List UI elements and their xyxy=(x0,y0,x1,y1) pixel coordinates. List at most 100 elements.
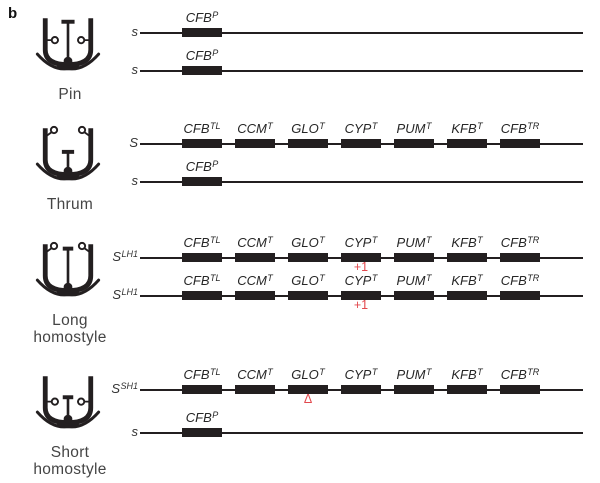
morph-label-thrum: Thrum xyxy=(46,196,94,213)
superscript: TL xyxy=(209,120,221,131)
allele-label: S xyxy=(129,135,138,150)
superscript: TR xyxy=(527,366,540,377)
gene-label-GLO-T: GLOT xyxy=(291,234,325,250)
anther xyxy=(49,241,59,251)
superscript: SH1 xyxy=(120,380,138,391)
gene-label-GLO-T: GLOT xyxy=(291,120,325,136)
gene-box-CCM-T xyxy=(235,139,275,148)
superscript: TR xyxy=(527,272,540,283)
gene-label-PUM-T: PUMT xyxy=(396,234,432,250)
superscript: TL xyxy=(209,234,221,245)
morph-label-long-homostyle: homostyle xyxy=(33,329,107,346)
superscript: LH1 xyxy=(121,248,138,259)
mutation-annotation: Δ xyxy=(303,392,313,406)
gene-box-CFB-P xyxy=(182,177,222,186)
gene-label-CYP-T: CYPT xyxy=(344,120,378,136)
superscript: T xyxy=(267,272,273,283)
allele-label: s xyxy=(131,173,139,188)
gene-label-GLO-T: GLOT xyxy=(291,272,325,288)
gene-box-CFB-TL xyxy=(182,253,222,262)
superscript: T xyxy=(477,272,483,283)
sepal-curve xyxy=(56,52,101,71)
gene-label-CFB-TL: CFBTL xyxy=(183,366,221,382)
gene-label-CFB-P: CFBP xyxy=(185,47,219,63)
gene-label-CFB-P: CFBP xyxy=(185,409,219,425)
gene-box-CYP-T xyxy=(341,291,381,300)
superscript: T xyxy=(477,234,483,245)
gene-label-KFB-T: KFBT xyxy=(451,234,483,250)
superscript: T xyxy=(477,366,483,377)
chromosome-line xyxy=(140,32,583,34)
gene-label-CFB-TR: CFBTR xyxy=(500,120,540,136)
morph-label-short-homostyle: Short xyxy=(50,444,90,461)
gene-box-CFB-TL xyxy=(182,291,222,300)
gene-label-PUM-T: PUMT xyxy=(396,272,432,288)
sepal-curve xyxy=(56,162,101,181)
thrum-flower-icon xyxy=(35,125,101,181)
gene-box-CFB-TL xyxy=(182,385,222,394)
sepal-curve xyxy=(56,410,101,429)
sepal-curve xyxy=(35,162,80,181)
allele-label: s xyxy=(131,24,139,39)
superscript: LH1 xyxy=(121,286,138,297)
superscript: T xyxy=(371,120,378,131)
gene-label-CCM-T: CCMT xyxy=(237,366,273,382)
superscript: T xyxy=(371,366,378,377)
pin-flower-icon xyxy=(33,13,103,83)
gene-box-PUM-T xyxy=(394,139,434,148)
gene-box-CFB-TR xyxy=(500,139,540,148)
anther xyxy=(77,36,86,45)
superscript: TR xyxy=(527,234,540,245)
gene-label-CCM-T: CCMT xyxy=(237,120,273,136)
gene-box-CYP-T xyxy=(341,385,381,394)
sepal-curve xyxy=(35,52,80,71)
superscript: T xyxy=(477,120,483,131)
anther xyxy=(77,241,87,251)
superscript: T xyxy=(319,120,325,131)
gene-label-KFB-T: KFBT xyxy=(451,272,483,288)
superscript: T xyxy=(371,272,378,283)
allele-label: SLH1 xyxy=(112,248,138,265)
allele-label: SSH1 xyxy=(111,380,138,397)
gene-box-CCM-T xyxy=(235,253,275,262)
gene-label-CYP-T: CYPT xyxy=(344,366,378,382)
gene-label-KFB-T: KFBT xyxy=(451,366,483,382)
gene-box-CYP-T xyxy=(341,139,381,148)
allele-label: s xyxy=(131,62,139,77)
gene-label-CFB-P: CFBP xyxy=(185,158,219,174)
gene-label-CFB-TL: CFBTL xyxy=(183,234,221,250)
gene-label-CFB-TL: CFBTL xyxy=(183,120,221,136)
sepal-curve xyxy=(56,278,101,297)
gene-box-CFB-P xyxy=(182,428,222,437)
panel-label: b xyxy=(8,5,18,22)
gene-label-PUM-T: PUMT xyxy=(396,120,432,136)
superscript: TR xyxy=(527,120,540,131)
gene-label-GLO-T: GLOT xyxy=(291,366,325,382)
chromosome-line xyxy=(140,181,583,183)
thrum-flower-icon xyxy=(33,123,103,193)
long-homostyle-flower-icon xyxy=(33,239,103,309)
gene-label-CYP-T: CYPT xyxy=(344,272,378,288)
mutation-annotation: +1 xyxy=(353,260,369,274)
gene-box-KFB-T xyxy=(447,291,487,300)
gene-box-CFB-TR xyxy=(500,385,540,394)
anther xyxy=(50,36,59,45)
gene-box-GLO-T xyxy=(288,253,328,262)
superscript: T xyxy=(425,272,432,283)
superscript: T xyxy=(425,366,432,377)
superscript: T xyxy=(267,120,273,131)
anther xyxy=(77,397,86,406)
superscript: P xyxy=(212,158,219,169)
allele-label: SLH1 xyxy=(112,286,138,303)
gene-box-KFB-T xyxy=(447,253,487,262)
superscript: T xyxy=(319,272,325,283)
superscript: T xyxy=(425,120,432,131)
mutation-annotation: +1 xyxy=(353,298,369,312)
gene-label-CFB-TR: CFBTR xyxy=(500,366,540,382)
gene-label-CCM-T: CCMT xyxy=(237,234,273,250)
chromosome-line xyxy=(140,432,583,434)
gene-box-PUM-T xyxy=(394,385,434,394)
superscript: T xyxy=(267,234,273,245)
